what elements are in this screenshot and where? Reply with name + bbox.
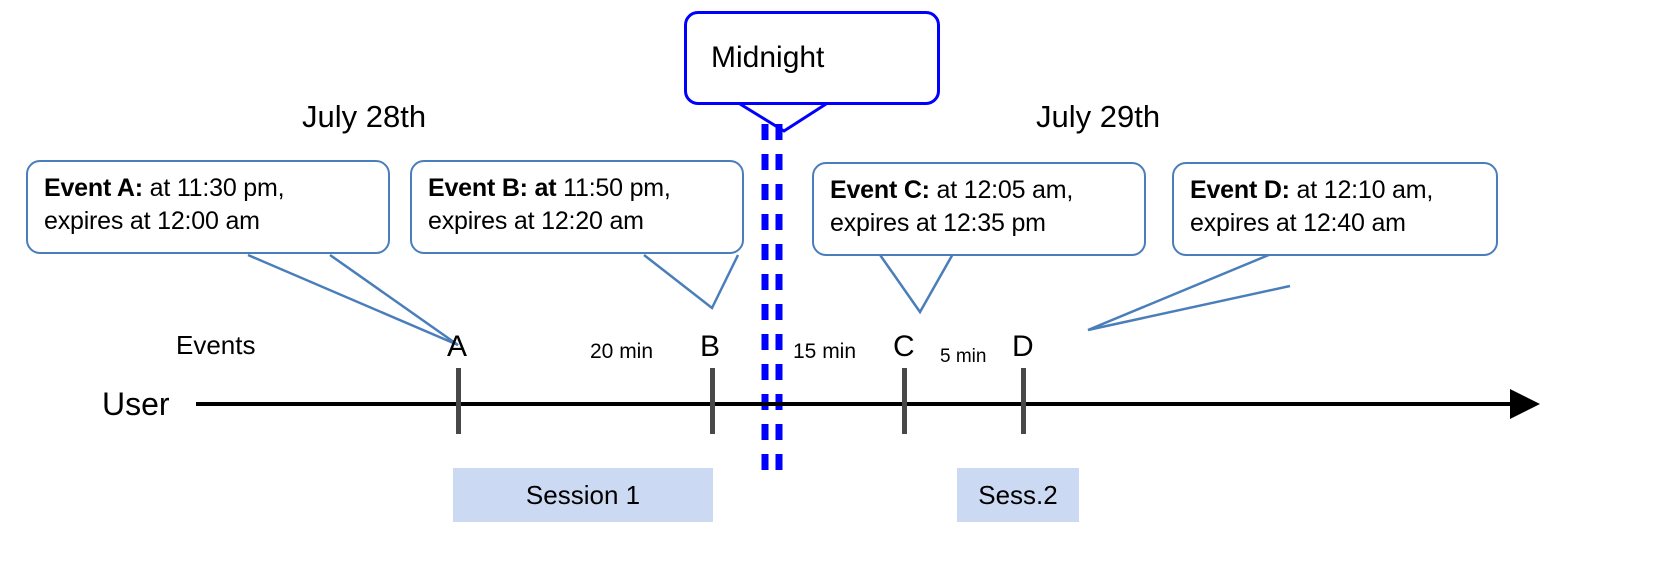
session-box-1: Session 1 xyxy=(453,468,713,522)
midnight-label: Midnight xyxy=(711,41,825,74)
user-row-label: User xyxy=(102,386,170,422)
event-a-line2: expires at 12:00 am xyxy=(44,206,260,235)
tick-mark-b xyxy=(710,368,715,434)
interval-label-b-to-c: 15 min xyxy=(793,340,857,363)
event-b-callout-tail xyxy=(643,254,740,310)
event-callout-d: Event D: at 12:10 am, expires at 12:40 a… xyxy=(1172,162,1498,256)
event-c-line2: expires at 12:35 pm xyxy=(830,208,1046,237)
event-b-line2: expires at 12:20 am xyxy=(428,206,644,235)
tick-label-a: A xyxy=(447,330,468,363)
event-d-line1: Event D: at 12:10 am, xyxy=(1190,174,1482,207)
session-1-label: Session 1 xyxy=(525,479,641,510)
event-callout-b: Event B: at 11:50 pm, expires at 12:20 a… xyxy=(410,160,744,254)
event-b-line1-rest: 11:50 pm, xyxy=(556,174,671,202)
date-label-july-28: July 28th xyxy=(302,99,427,134)
event-d-line2: expires at 12:40 am xyxy=(1190,208,1406,237)
events-row-label: Events xyxy=(176,330,256,360)
event-c-callout-tail xyxy=(876,251,956,315)
tick-label-d: D xyxy=(1012,330,1034,363)
event-c-line1-rest: at 12:05 am, xyxy=(929,176,1074,204)
midnight-callout: Midnight xyxy=(684,11,940,105)
midnight-callout-tail xyxy=(739,102,827,133)
session-box-2: Sess.2 xyxy=(957,468,1079,522)
tick-label-b: B xyxy=(700,330,721,363)
tick-mark-c xyxy=(902,368,907,434)
midnight-dashed-line xyxy=(761,124,783,478)
event-a-title: Event A: xyxy=(44,174,143,202)
tick-label-c: C xyxy=(893,330,915,363)
event-a-line1: Event A: at 11:30 pm, xyxy=(44,172,374,205)
event-d-callout-tail xyxy=(1087,250,1291,332)
event-d-line1-rest: at 12:10 am, xyxy=(1289,176,1434,204)
event-callout-c: Event C: at 12:05 am, expires at 12:35 p… xyxy=(812,162,1146,256)
event-a-line1-rest: at 11:30 pm, xyxy=(142,174,285,202)
event-a-callout-tail xyxy=(247,253,459,347)
interval-label-a-to-b: 20 min xyxy=(590,340,654,363)
date-label-july-29: July 29th xyxy=(1036,99,1161,134)
event-d-title: Event D: xyxy=(1190,176,1290,204)
session-2-label: Sess.2 xyxy=(978,479,1058,510)
event-callout-a: Event A: at 11:30 pm, expires at 12:00 a… xyxy=(26,160,390,254)
event-b-title: Event B: at xyxy=(428,174,557,202)
event-c-title: Event C: xyxy=(830,176,930,204)
interval-label-c-to-d: 5 min xyxy=(940,346,987,367)
event-c-line1: Event C: at 12:05 am, xyxy=(830,174,1130,207)
timeline-axis xyxy=(196,389,1540,419)
tick-mark-a xyxy=(456,368,461,434)
event-b-line1: Event B: at 11:50 pm, xyxy=(428,172,728,205)
tick-mark-d xyxy=(1021,368,1026,434)
